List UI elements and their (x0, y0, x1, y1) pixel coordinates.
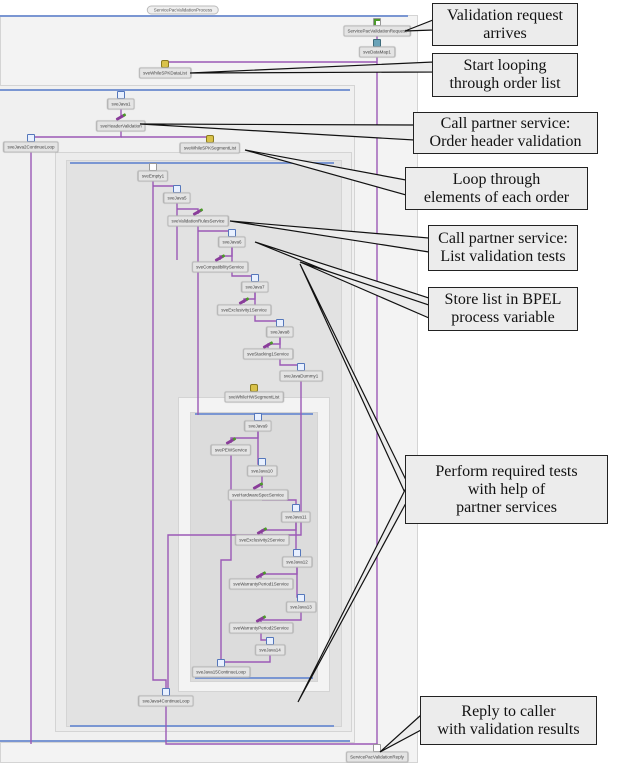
annotation-callout: Call partner service: Order header valid… (413, 112, 598, 154)
activity-node[interactable]: sveWarrantyPeriod1Service (229, 578, 293, 590)
callout-pointer (189, 61, 434, 74)
activity-node[interactable]: sveJava4ContinueLoop (138, 695, 194, 707)
activity-node[interactable]: ServicePacValidationReply (346, 751, 408, 763)
activity-node[interactable]: sveJava5 (163, 192, 191, 204)
activity-node[interactable]: sveExclusivity2Service (235, 534, 289, 546)
hw-loop-scope-line-bottom (195, 677, 313, 679)
activity-node[interactable]: sveJava2ContinueLoop (3, 141, 59, 153)
activity-node[interactable]: sveJava8 (266, 326, 294, 338)
annotation-callout: Reply to caller with validation results (420, 696, 597, 745)
activity-node[interactable]: sveHeaderValidation (96, 120, 146, 132)
activity-node[interactable]: sveExclusivity1Service (217, 304, 271, 316)
callout-pointer (379, 713, 422, 753)
activity-node[interactable]: sveJava10 (247, 465, 277, 477)
activity-node[interactable]: sveJava11 (281, 511, 311, 523)
activity-node[interactable]: sveEmpty1 (137, 170, 169, 182)
activity-node[interactable]: sveWhileHWSegmentList (224, 391, 284, 403)
activity-node[interactable]: sveValidationRulesService (167, 215, 229, 227)
annotation-callout: Call partner service: List validation te… (428, 225, 578, 271)
annotation-callout: Start looping through order list (432, 53, 578, 97)
callout-pointer (229, 220, 430, 253)
flow-link (260, 611, 302, 622)
order-loop-scope-line (0, 89, 350, 91)
activity-node[interactable]: sveCompatibilityService (192, 261, 248, 273)
activity-node[interactable]: sveJava14 (255, 644, 285, 656)
activity-node[interactable]: sveHardwareSpecService (228, 489, 288, 501)
activity-node[interactable]: svePEWService (210, 444, 252, 456)
activity-node[interactable]: sveJava6 (218, 236, 246, 248)
callout-pointer (404, 19, 434, 32)
process-name-label: ServicePacValidationProcess (146, 5, 220, 15)
annotation-callout: Perform required tests with help of part… (405, 455, 608, 524)
process-scope-line-bottom (0, 740, 350, 742)
segment-loop-scope-line (70, 162, 334, 164)
activity-node[interactable]: sveJava13 (286, 601, 316, 613)
flow-link (152, 180, 167, 694)
activity-node[interactable]: sveWhileSPKSegmentList (179, 142, 241, 154)
callout-pointer (244, 149, 407, 196)
activity-node[interactable]: sveStacking1Service (243, 348, 293, 360)
callout-pointer (297, 487, 407, 703)
activity-node[interactable]: sveJava1 (107, 98, 135, 110)
annotation-callout: Store list in BPEL process variable (428, 287, 578, 331)
flow-link (167, 380, 302, 700)
activity-node[interactable]: sveJavaDummy1 (279, 370, 323, 382)
activity-node[interactable]: sveWarrantyPeriod2Service (229, 622, 293, 634)
activity-node[interactable]: sveJava7 (241, 281, 269, 293)
activity-node[interactable]: sveDataMap1 (359, 46, 395, 58)
activity-node[interactable]: sveJava15ContinueLoop (192, 666, 250, 678)
annotation-callout: Loop through elements of each order (405, 167, 588, 210)
segment-loop-scope-line-bottom (70, 725, 334, 727)
callout-pointer (139, 123, 415, 141)
flow-link (220, 455, 232, 666)
callout-pointer (299, 261, 430, 319)
activity-node[interactable]: sveJava9 (244, 420, 272, 432)
annotation-callout: Validation request arrives (432, 3, 578, 46)
process-scope-line (0, 15, 408, 17)
activity-node[interactable]: sveJava12 (282, 556, 312, 568)
